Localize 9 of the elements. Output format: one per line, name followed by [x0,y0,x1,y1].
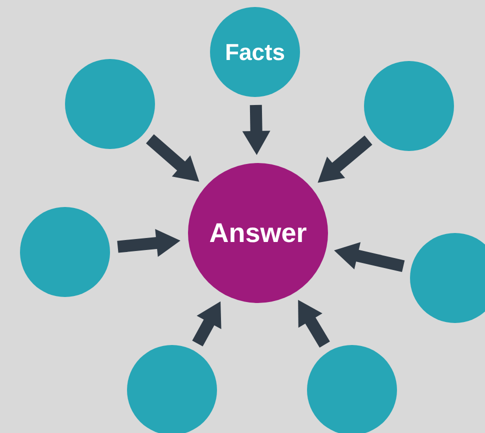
arrow [192,301,222,346]
node-label: Facts [224,38,286,67]
node-label: Answer [209,216,307,250]
arrow [117,229,180,257]
arrow [318,136,372,183]
arrow [242,104,270,155]
arrow [146,134,200,182]
arrow [334,242,405,272]
arrow [298,300,330,348]
